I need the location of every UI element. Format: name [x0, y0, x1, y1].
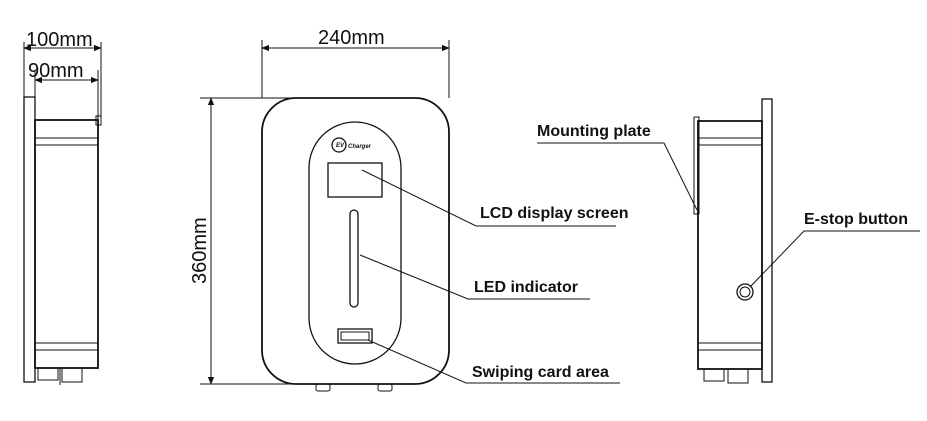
lcd-display-screen-label: LCD display screen — [480, 205, 629, 222]
lcd-leader-line — [361, 169, 616, 227]
lcd-screen — [327, 162, 383, 198]
e-stop-button — [736, 283, 754, 301]
front-face-panel — [308, 121, 402, 365]
mounting-plate-label: Mounting plate — [537, 123, 651, 140]
front-view: EV Charger 240mm 360mm — [189, 27, 450, 392]
left-side-view: 100mm 90mm — [23, 29, 102, 385]
logo-text: Charger — [348, 144, 372, 150]
mounting-plate-leader-line — [537, 142, 698, 211]
led-indicator-label: LED indicator — [474, 279, 578, 296]
e-stop-leader-line — [749, 230, 920, 288]
led-indicator-strip — [349, 209, 359, 308]
left-wall-plate — [23, 96, 36, 383]
depth-total-label: 100mm — [26, 29, 93, 51]
led-leader-line — [359, 254, 590, 300]
swiping-card-area-label: Swiping card area — [472, 364, 609, 381]
front-housing — [261, 97, 450, 385]
depth-body-label: 90mm — [28, 60, 84, 82]
height-label: 360mm — [189, 217, 211, 284]
left-body — [34, 119, 99, 369]
e-stop-button-label: E-stop button — [804, 211, 908, 228]
ev-charger-logo: EV Charger — [331, 137, 372, 153]
callouts: LCD display screen LED indicator Swiping… — [359, 123, 920, 384]
right-body — [697, 120, 763, 370]
mounting-plate — [693, 116, 700, 215]
right-wall-plate — [761, 98, 773, 383]
card-leader-line — [367, 339, 620, 384]
logo-mark: EV — [336, 143, 345, 149]
right-side-view — [693, 98, 773, 384]
width-label: 240mm — [318, 27, 385, 49]
card-swipe-area — [337, 328, 373, 344]
